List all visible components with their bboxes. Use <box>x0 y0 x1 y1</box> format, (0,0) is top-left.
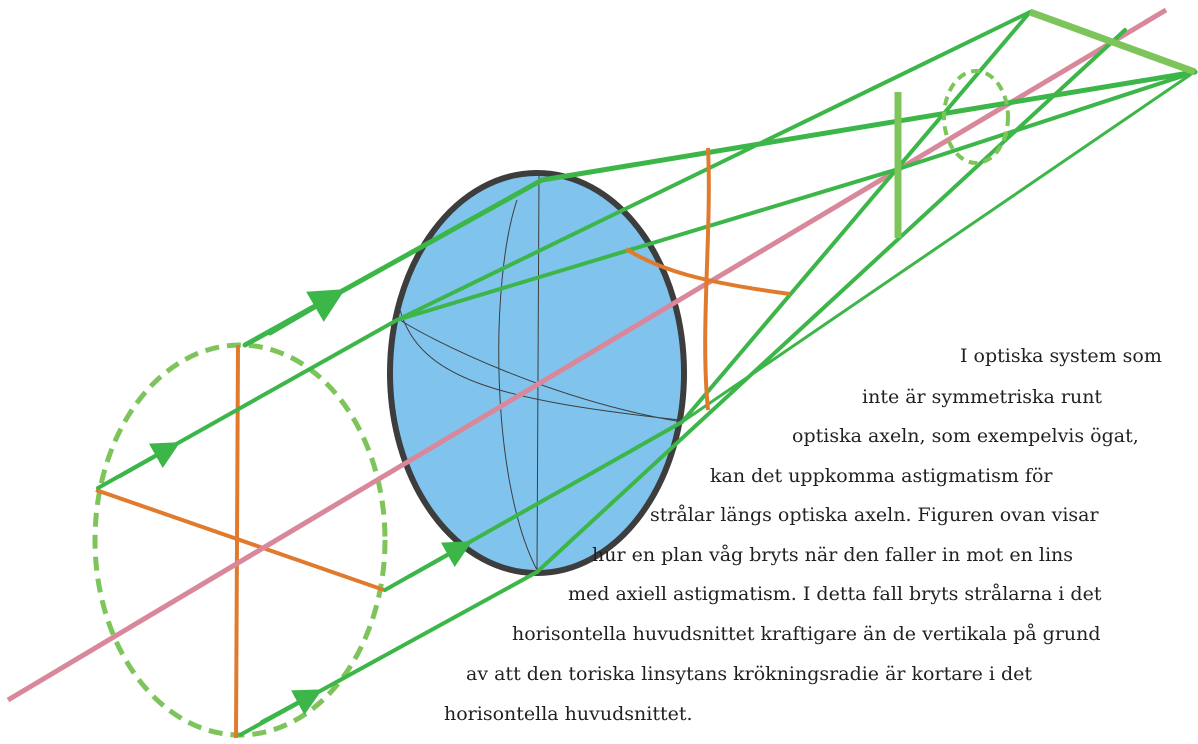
light-rays <box>96 10 1198 737</box>
refracted-horizontal-wavefront <box>624 247 791 296</box>
horizontal-focal-line <box>1028 8 1197 76</box>
incoming-vertical-wavefront-line <box>234 344 240 739</box>
circle-of-least-confusion <box>942 69 1010 165</box>
incoming-diagonal-wavefront-line <box>95 488 385 592</box>
optical-axis <box>6 7 1168 703</box>
